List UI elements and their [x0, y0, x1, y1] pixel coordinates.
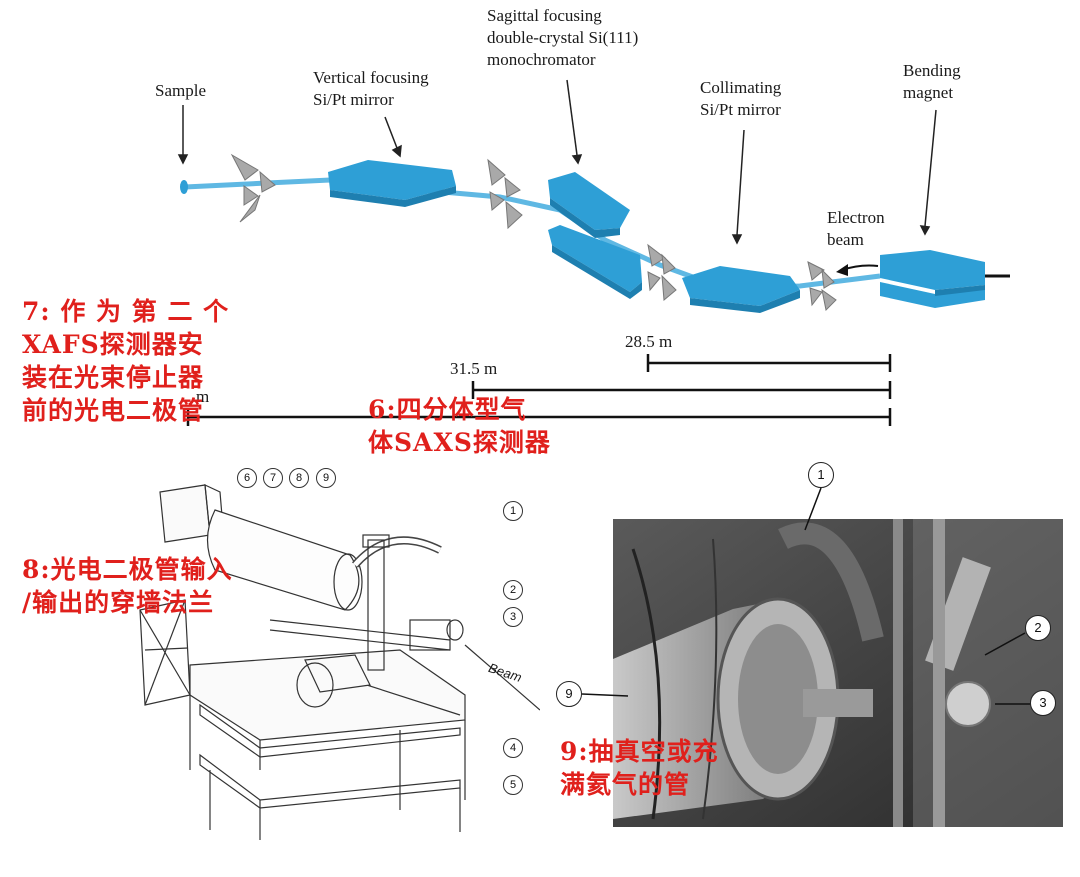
callout-7: 7	[263, 468, 283, 488]
callout-2-drawing: 2	[503, 580, 523, 600]
slit-assembly-1	[230, 153, 276, 223]
photo-callout-2: 2	[1025, 615, 1051, 641]
callout-5-drawing: 5	[503, 775, 523, 795]
label-collimating-mirror: Collimating Si/Pt mirror	[700, 78, 782, 119]
instrument-line-drawing	[139, 484, 540, 840]
distance-partial: m	[196, 387, 210, 406]
monochromator-crystals	[548, 172, 642, 299]
callout-1-drawing: 1	[503, 501, 523, 521]
distance-31-5: 31.5 m	[450, 359, 498, 378]
annotation-6-saxs-detector: 6:四分体型气 体SAXS探测器	[368, 395, 551, 457]
annotation-7-photodiode: 7: 作 为 第 二 个 XAFS探测器安 装在光束停止器 前的光电二极管	[22, 297, 230, 425]
label-bending-magnet: Bending magnet	[903, 61, 961, 102]
callout-8: 8	[289, 468, 309, 488]
callout-9: 9	[316, 468, 336, 488]
photo-callout-1: 1	[808, 462, 834, 488]
photo-callout-3: 3	[1030, 690, 1056, 716]
distance-bars	[186, 354, 892, 426]
callout-3-drawing: 3	[503, 607, 523, 627]
label-vertical-mirror: Vertical focusing Si/Pt mirror	[313, 68, 429, 109]
slit-assembly-3	[647, 243, 677, 301]
beamline-photo	[613, 519, 1063, 827]
label-electron-beam: Electron beam	[827, 208, 885, 249]
sample-marker	[180, 180, 188, 194]
annotation-8-feedthrough: 8:光电二极管输入 /输出的穿墙法兰	[22, 555, 233, 617]
label-monochromator: Sagittal focusing double-crystal Si(111)…	[487, 6, 639, 69]
collimating-mirror	[682, 266, 800, 313]
slit-assembly-4	[807, 261, 837, 312]
callout-4-drawing: 4	[503, 738, 523, 758]
bending-magnet	[880, 250, 985, 308]
callout-6: 6	[237, 468, 257, 488]
slit-assembly-2	[487, 158, 523, 230]
vertical-focusing-mirror	[328, 160, 456, 207]
pointer-arrows	[177, 79, 937, 245]
label-sample: Sample	[155, 81, 206, 100]
distance-28-5: 28.5 m	[625, 332, 673, 351]
annotation-9-vacuum-tube: 9:抽真空或充 满氦气的管	[560, 737, 719, 799]
beamline-schematic	[177, 79, 1010, 426]
photo-callout-9: 9	[556, 681, 582, 707]
